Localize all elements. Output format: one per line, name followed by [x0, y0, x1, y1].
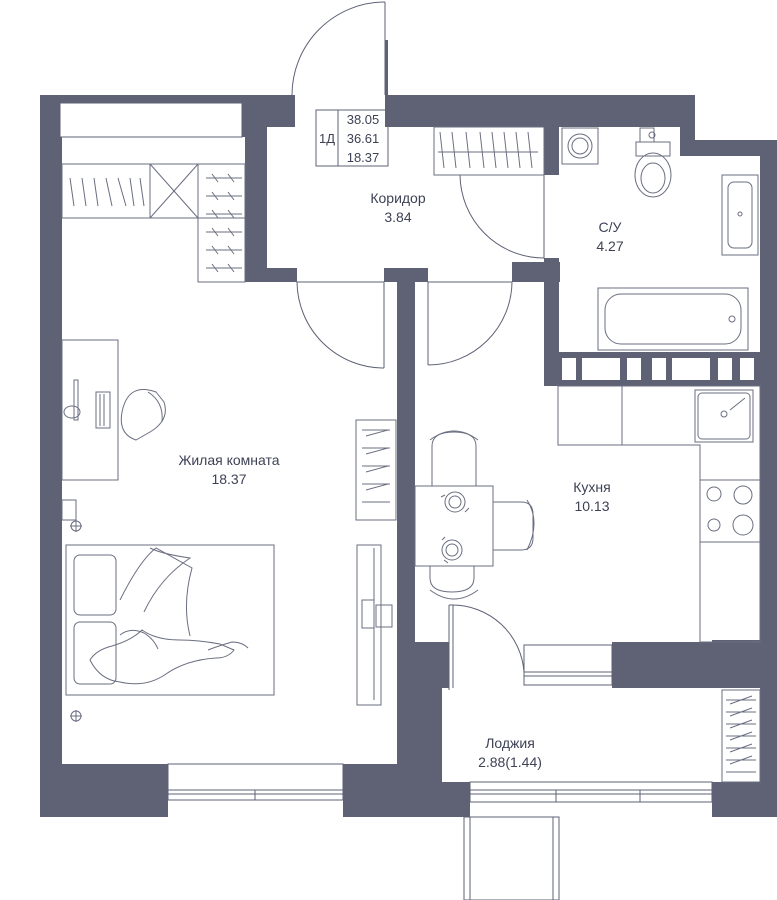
corridor-furniture [433, 126, 545, 176]
living-room-name: Жилая комната [178, 452, 279, 468]
bathroom-wall-vents [562, 358, 754, 380]
living-area: 18.37 [347, 150, 380, 165]
windows [167, 644, 713, 900]
living-room-furniture [61, 163, 397, 722]
bathroom-name: С/У [599, 219, 622, 235]
doors [291, 1, 545, 690]
kitchen-furniture [414, 385, 761, 643]
living-room-area: 18.37 [211, 471, 246, 487]
bathroom-fixtures [561, 127, 759, 351]
kitchen-name: Кухня [573, 479, 610, 495]
room-labels: Коридор 3.84 С/У 4.27 Жилая комната 18.3… [178, 190, 623, 770]
corridor-name: Коридор [370, 190, 426, 206]
kitchen-area: 10.13 [574, 498, 609, 514]
loggia-name: Лоджия [485, 735, 535, 751]
loggia-furniture [721, 689, 761, 783]
bathroom-area: 4.27 [596, 238, 623, 254]
total-area: 38.05 [347, 112, 380, 127]
walls [40, 95, 777, 817]
living-area-total: 36.61 [347, 131, 380, 146]
apartment-tag: 1Д 38.05 36.61 18.37 [315, 109, 389, 167]
loggia-area: 2.88(1.44) [478, 754, 542, 770]
apartment-type-label: 1Д [319, 131, 335, 146]
corridor-area: 3.84 [384, 209, 411, 225]
